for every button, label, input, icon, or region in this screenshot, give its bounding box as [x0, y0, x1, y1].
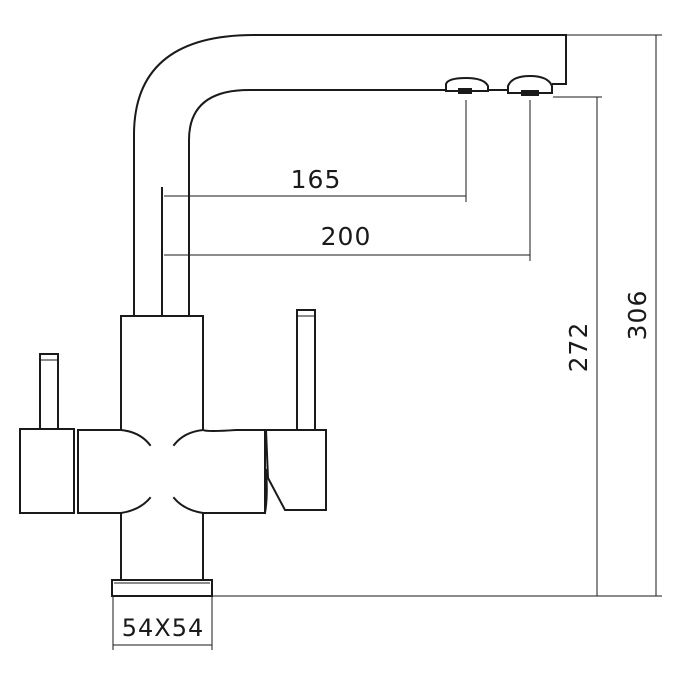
- spout: [133, 34, 567, 319]
- dimension-165: 165: [164, 100, 467, 202]
- dimension-165-label: 165: [291, 165, 342, 194]
- dimension-200-label: 200: [321, 222, 372, 251]
- base-plate: [111, 579, 213, 597]
- mixer-body: [77, 315, 266, 581]
- outlet-nozzle-1: [445, 76, 489, 94]
- right-handle: [263, 309, 327, 515]
- dimension-272-label: 272: [564, 322, 593, 373]
- dimension-272: 272: [553, 96, 602, 596]
- dimension-200: 200: [164, 100, 531, 261]
- dimension-base: 54X54: [112, 597, 213, 650]
- left-handle: [19, 353, 75, 514]
- dimension-306-label: 306: [623, 290, 652, 341]
- dimension-base-label: 54X54: [122, 614, 205, 642]
- outlet-nozzle-2: [507, 74, 553, 96]
- dimension-306: 306: [212, 34, 662, 597]
